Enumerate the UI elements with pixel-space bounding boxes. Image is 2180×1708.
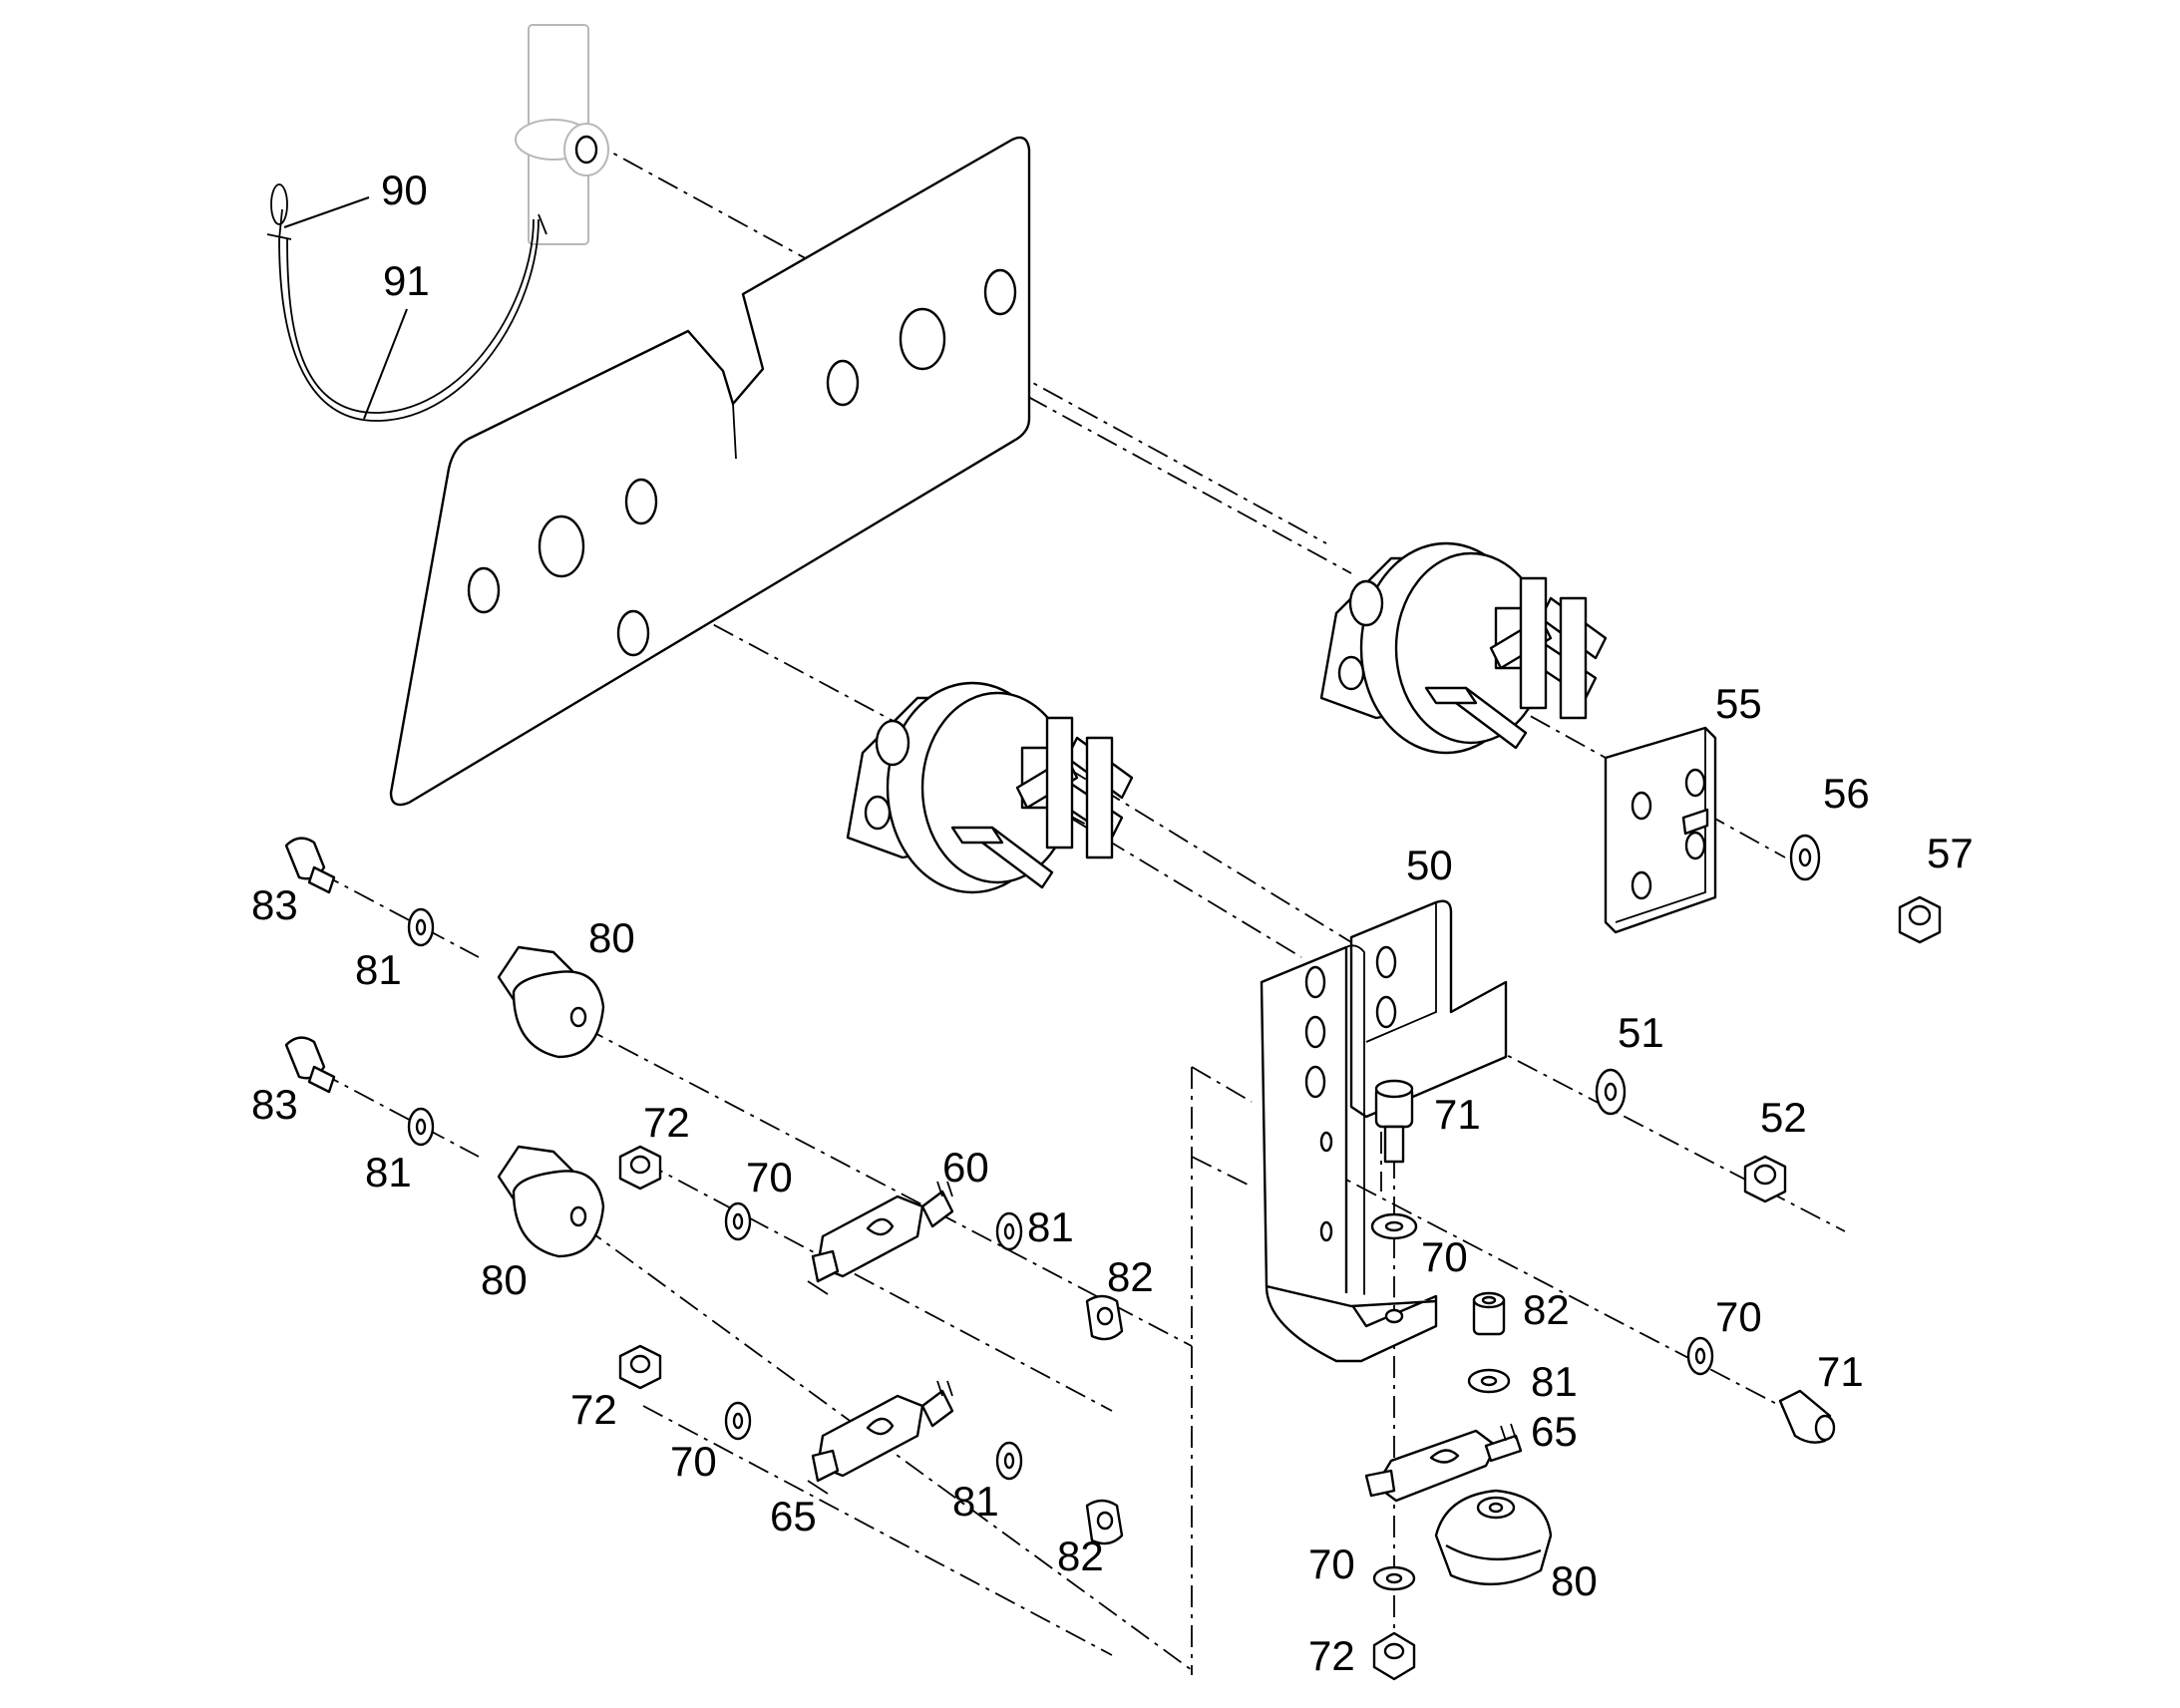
callout-70-lower: 70: [670, 1438, 717, 1485]
insulator-80-lower: [497, 1145, 605, 1258]
callout-70-right: 70: [1715, 1293, 1762, 1340]
screw-71-right: [1778, 1389, 1836, 1444]
nut-52: [1743, 1155, 1787, 1203]
screw-82-fuse60: [1085, 1294, 1124, 1341]
screw-82-fuse65: [1085, 1499, 1124, 1545]
washer-81-fuse65: [995, 1441, 1023, 1481]
callout-81-right: 81: [1531, 1358, 1578, 1405]
mounting-plate: [389, 136, 1031, 807]
callout-70-bracket: 70: [1421, 1233, 1468, 1280]
washer-70-lower: [724, 1401, 752, 1441]
key-tag: [515, 24, 609, 245]
washer-70-upper: [724, 1201, 752, 1241]
callout-82-fuse60: 82: [1107, 1253, 1154, 1300]
washer-81-lower: [407, 1107, 435, 1147]
insulator-80-right: [1434, 1489, 1553, 1585]
callout-80-lower: 80: [481, 1256, 528, 1303]
callout-80-upper: 80: [588, 914, 635, 961]
nut-72-bottom: [1372, 1631, 1416, 1681]
washer-81-right: [1467, 1368, 1511, 1394]
washer-51: [1595, 1068, 1627, 1116]
screw-82-right: [1472, 1291, 1506, 1336]
callout-65-left: 65: [770, 1493, 817, 1539]
callout-56: 56: [1823, 770, 1870, 817]
callout-81-fuse60: 81: [1027, 1203, 1074, 1250]
callout-83-upper: 83: [251, 881, 298, 928]
callout-70-upper: 70: [746, 1154, 793, 1200]
callout-71-vertical: 71: [1434, 1091, 1481, 1138]
lanyard-cord: [266, 183, 547, 422]
washer-70-bottom: [1372, 1565, 1416, 1591]
callout-91: 91: [383, 257, 430, 304]
callout-81-upper: 81: [355, 946, 402, 993]
callout-82-fuse65: 82: [1057, 1533, 1104, 1579]
callout-labels: 90 91 55 56 57 50 83 81 80 51 52 83 81 7…: [251, 167, 1974, 1679]
callout-72-bottom: 72: [1308, 1632, 1355, 1679]
callout-80-right: 80: [1551, 1557, 1598, 1604]
callout-51: 51: [1618, 1009, 1664, 1056]
leader-lines: [283, 196, 408, 420]
cover-plate: [1604, 726, 1717, 934]
callout-65-right: 65: [1531, 1408, 1578, 1455]
callout-50: 50: [1406, 842, 1453, 888]
fuse-65-right: [1364, 1423, 1523, 1503]
callout-72-lower: 72: [570, 1386, 617, 1433]
nut-57: [1898, 895, 1942, 944]
callout-83-lower: 83: [251, 1081, 298, 1128]
insulator-80-upper: [497, 945, 605, 1059]
washer-70-right: [1686, 1336, 1714, 1376]
screw-83-upper: [284, 837, 336, 894]
callout-81-lower: 81: [365, 1149, 412, 1196]
fuse-65-left: [807, 1380, 954, 1495]
nut-72-lower: [618, 1344, 662, 1390]
callout-72-upper: 72: [643, 1099, 690, 1146]
fuse-60: [807, 1181, 954, 1295]
callout-82-right: 82: [1523, 1286, 1570, 1333]
callout-57: 57: [1927, 830, 1974, 876]
angle-bracket: [1260, 899, 1508, 1363]
screw-71-vertical: [1374, 1079, 1414, 1164]
callout-81-fuse65: 81: [952, 1478, 999, 1525]
callout-90: 90: [381, 167, 428, 213]
washer-70-bracket: [1370, 1212, 1418, 1240]
callout-55: 55: [1715, 680, 1762, 727]
callout-60: 60: [942, 1144, 989, 1191]
switch-lower: [846, 681, 1134, 894]
washer-81-upper: [407, 907, 435, 947]
washer-56: [1789, 834, 1821, 881]
switch-upper: [1319, 541, 1608, 755]
callout-71-right: 71: [1817, 1348, 1864, 1395]
nut-72-upper: [618, 1145, 662, 1191]
screw-83-lower: [284, 1036, 336, 1094]
callout-52: 52: [1760, 1094, 1807, 1141]
washer-81-fuse60: [995, 1211, 1023, 1251]
callout-70-bottom: 70: [1308, 1540, 1355, 1587]
